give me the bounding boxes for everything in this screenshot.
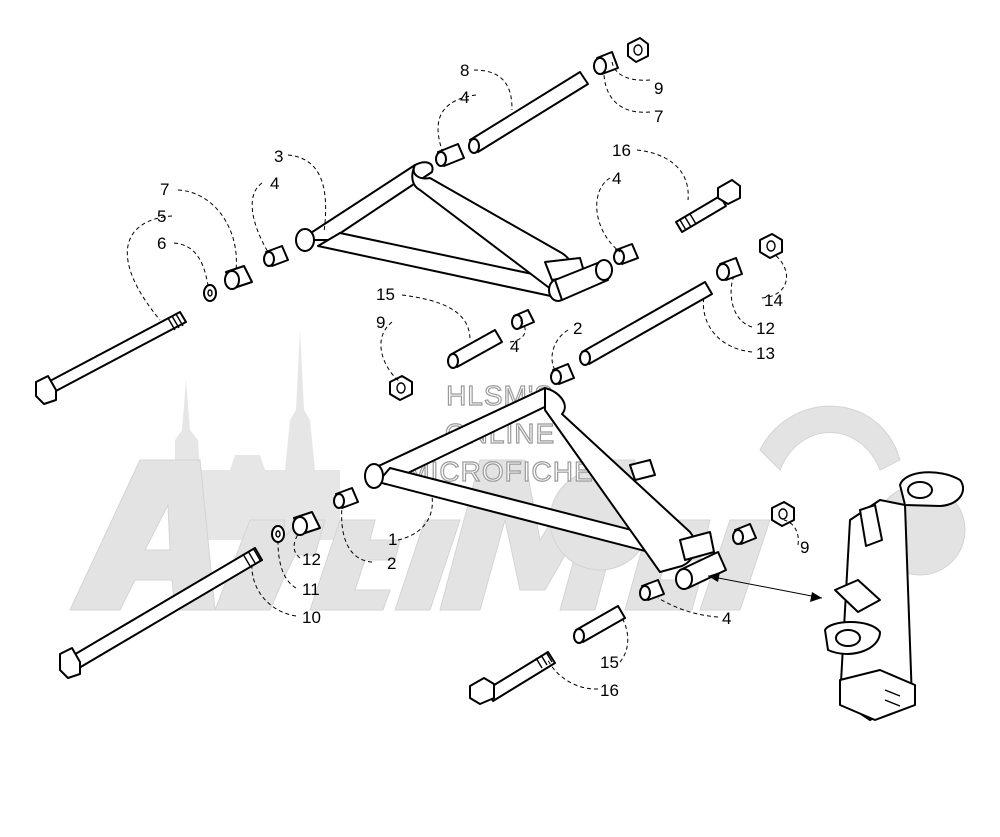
- callout-3: 3: [274, 147, 283, 166]
- callout-16: 16: [600, 681, 619, 700]
- callout-4: 4: [460, 88, 469, 107]
- lower-a-arm: [364, 387, 727, 590]
- callout-7: 7: [654, 107, 663, 126]
- upper-flange-bushing: [593, 51, 619, 75]
- lower-flange-bushing-12: [292, 511, 321, 536]
- callout-14: 14: [764, 291, 783, 310]
- callout-11: 11: [302, 580, 320, 599]
- callout-12: 12: [756, 319, 775, 338]
- upper-lock-nut: [627, 37, 649, 63]
- callout-9: 9: [654, 79, 663, 98]
- mid-flange-bushing-12: [716, 257, 743, 281]
- upper-bushing-left: [435, 143, 465, 167]
- callout-9: 9: [376, 313, 385, 332]
- mid-bushing-2: [550, 363, 575, 385]
- steering-spindle: [824, 471, 965, 721]
- callout-1: 1: [388, 530, 397, 549]
- upper-bushing-left-2: [263, 245, 289, 267]
- lower-lock-nut-9: [771, 501, 795, 527]
- lower-washer-11: [271, 525, 285, 543]
- lower-bushing-right-4a: [732, 523, 757, 545]
- lower-bushing-4: [639, 579, 665, 601]
- callout-15: 15: [376, 285, 395, 304]
- lower-sleeve-15: [573, 605, 626, 644]
- upper-a-arm-assembly: [35, 37, 741, 405]
- watermark-text: HLSM'S ONLINE MICROFICHE: [406, 379, 594, 487]
- callout-4: 4: [612, 169, 621, 188]
- mid-lock-nut-9: [389, 375, 413, 401]
- assembly-arrow: [707, 572, 823, 602]
- lower-pivot-shaft-13: [579, 281, 713, 366]
- upper-long-bolt: [35, 311, 187, 405]
- leader-lines: [126, 59, 799, 690]
- callout-10: 10: [302, 608, 321, 627]
- lower-bushing-2: [333, 487, 359, 509]
- callout-13: 13: [756, 344, 775, 363]
- callout-8: 8: [460, 61, 469, 80]
- callout-15: 15: [600, 653, 619, 672]
- callout-7: 7: [160, 180, 169, 199]
- upper-flange-bushing-left: [224, 265, 253, 290]
- upper-washer: [203, 284, 217, 302]
- mid-lock-nut-14: [759, 233, 783, 259]
- callout-16: 16: [612, 141, 631, 160]
- callout-4: 4: [510, 337, 519, 356]
- callout-4: 4: [270, 174, 279, 193]
- callout-2: 2: [573, 319, 582, 338]
- callout-4: 4: [722, 609, 731, 628]
- callout-5: 5: [157, 207, 166, 226]
- callout-6: 6: [157, 234, 166, 253]
- mid-bushing-4: [511, 309, 535, 330]
- middle-parts: [389, 233, 783, 401]
- lower-long-bolt-10: [59, 547, 263, 679]
- callout-2: 2: [387, 554, 396, 573]
- upper-bushing-right: [613, 243, 639, 265]
- callout-12: 12: [302, 550, 321, 569]
- lower-short-bolt-16: [469, 651, 556, 705]
- callout-9: 9: [800, 538, 809, 557]
- callout-labels: 8 4 9 7 3 4 7 5 6 16 4 15 9 4 2 14 12 13…: [157, 61, 809, 700]
- watermark-line-3: MICROFICHE: [406, 456, 593, 487]
- lower-a-arm-assembly: [59, 387, 795, 705]
- watermark-background: HLSM'S ONLINE MICROFICHE: [69, 330, 966, 611]
- upper-pivot-shaft: [468, 71, 589, 154]
- upper-a-arm: [295, 161, 613, 302]
- upper-short-bolt: [675, 179, 741, 233]
- skyline-watermark: [175, 330, 340, 540]
- mid-sleeve-15: [447, 329, 503, 369]
